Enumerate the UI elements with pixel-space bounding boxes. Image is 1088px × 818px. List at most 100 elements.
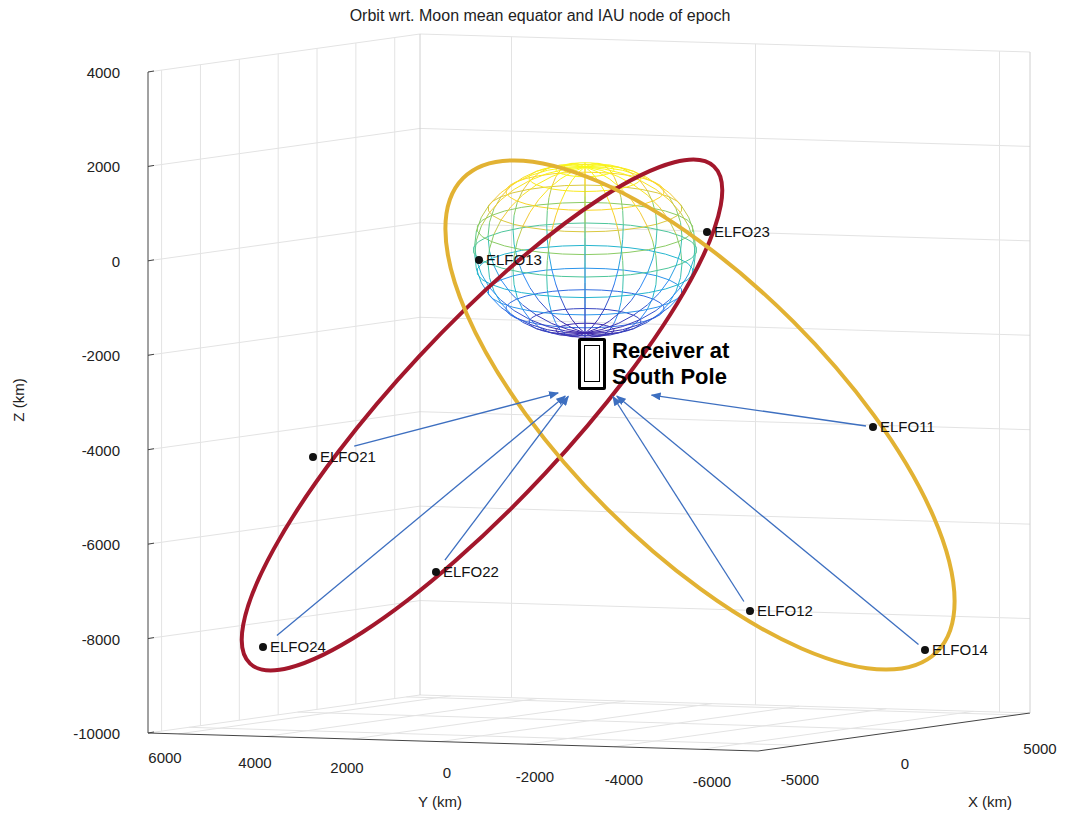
moon-mesh xyxy=(565,314,585,316)
moon-mesh xyxy=(634,185,648,195)
axis-label: Y (km) xyxy=(418,794,462,809)
moon-mesh xyxy=(608,275,630,277)
moon-mesh xyxy=(572,336,578,338)
moon-mesh xyxy=(625,270,643,272)
moon-mesh xyxy=(592,163,598,165)
satellite-marker: ELFO21 xyxy=(308,447,379,468)
moon-mesh xyxy=(696,247,697,253)
moon-mesh xyxy=(521,205,541,208)
moon-mesh xyxy=(585,238,586,253)
moon-mesh xyxy=(490,296,501,307)
moon-mesh xyxy=(573,333,586,335)
moon-mesh xyxy=(546,211,548,225)
tick-label: 2000 xyxy=(330,760,363,775)
moon-mesh xyxy=(647,226,652,241)
moon-mesh xyxy=(490,200,501,212)
moon-mesh xyxy=(502,228,519,232)
tick-label: -6000 xyxy=(693,774,731,789)
moon-mesh xyxy=(539,188,549,199)
moon-mesh xyxy=(654,197,661,201)
phone-icon xyxy=(578,338,606,390)
moon-mesh xyxy=(585,297,608,299)
moon-mesh xyxy=(676,278,680,291)
moon-mesh xyxy=(530,288,539,301)
moon-mesh xyxy=(565,231,585,233)
satellite-dot xyxy=(703,228,711,236)
grid-line xyxy=(394,38,395,699)
moon-mesh xyxy=(665,242,678,246)
moon-mesh xyxy=(549,179,560,188)
moon-mesh xyxy=(530,174,547,181)
satellite-marker: ELFO14 xyxy=(920,640,991,661)
moon-mesh xyxy=(523,185,537,195)
moon-mesh xyxy=(625,227,643,229)
moon-mesh xyxy=(568,323,573,325)
moon-mesh xyxy=(563,245,586,247)
moon-mesh xyxy=(622,225,624,240)
moon-mesh xyxy=(618,329,633,333)
moon-mesh xyxy=(653,244,656,259)
plot-title: Orbit wrt. Moon mean equator and IAU nod… xyxy=(350,8,731,24)
receiver-node: Receiver at South Pole xyxy=(560,335,766,395)
tick-label: 4000 xyxy=(238,755,271,770)
moon-mesh xyxy=(563,202,586,204)
moon-mesh xyxy=(585,309,586,319)
signal-arrow xyxy=(277,396,565,635)
moon-mesh xyxy=(552,314,556,323)
moon-mesh xyxy=(510,299,517,303)
grid-line xyxy=(148,506,420,544)
moon-mesh xyxy=(532,315,537,318)
moon-mesh xyxy=(629,293,649,296)
moon-sphere xyxy=(474,163,697,338)
moon-mesh xyxy=(623,320,640,327)
moon-mesh xyxy=(549,332,560,335)
moon-mesh xyxy=(634,182,639,185)
moon-mesh xyxy=(605,313,624,315)
moon-mesh xyxy=(547,289,549,302)
tick-mark xyxy=(148,543,154,544)
satellite-marker: ELFO22 xyxy=(431,562,502,583)
satellite-dot xyxy=(432,568,440,576)
moon-mesh xyxy=(579,323,585,324)
moon-mesh xyxy=(514,180,530,189)
moon-mesh xyxy=(505,289,522,293)
moon-mesh xyxy=(669,266,676,280)
grid-line xyxy=(239,59,240,720)
moon-mesh xyxy=(537,177,552,185)
satellite-marker: ELFO12 xyxy=(745,601,816,622)
moon-mesh xyxy=(627,313,634,315)
moon-mesh xyxy=(629,250,649,253)
moon-mesh xyxy=(651,268,668,272)
receiver-label: Receiver at South Pole xyxy=(612,338,762,391)
moon-mesh xyxy=(621,300,631,311)
moon-mesh xyxy=(549,255,552,270)
moon-mesh xyxy=(566,181,572,191)
moon-mesh xyxy=(473,247,474,253)
moon-mesh xyxy=(573,191,585,192)
moon-mesh xyxy=(682,258,692,263)
moon-mesh xyxy=(482,237,491,242)
moon-mesh xyxy=(539,300,549,311)
moon-mesh xyxy=(585,296,586,308)
moon-mesh xyxy=(585,209,602,210)
moon-mesh xyxy=(681,237,683,252)
moon-mesh xyxy=(654,299,661,303)
moon-mesh xyxy=(694,245,696,259)
moon-mesh xyxy=(585,191,597,192)
moon-mesh xyxy=(556,323,561,330)
moon-mesh xyxy=(476,226,481,240)
moon-mesh xyxy=(608,224,630,226)
moon-mesh xyxy=(676,234,680,249)
moon-mesh xyxy=(585,164,592,167)
moon-mesh xyxy=(530,319,539,327)
tick-label: 6000 xyxy=(148,750,181,765)
moon-mesh xyxy=(647,191,652,203)
grid-line xyxy=(148,412,420,450)
moon-mesh xyxy=(585,328,598,333)
satellite-dot xyxy=(475,256,483,264)
satellite-dot xyxy=(309,453,317,461)
moon-mesh xyxy=(514,285,517,298)
moon-mesh xyxy=(618,255,621,270)
satellite-label: ELFO22 xyxy=(443,564,499,581)
